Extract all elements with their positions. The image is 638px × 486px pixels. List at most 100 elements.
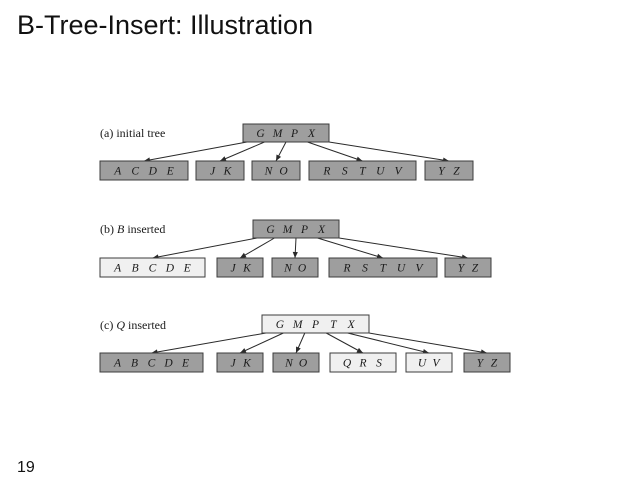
node-key: U bbox=[376, 166, 385, 178]
tree-edge bbox=[368, 332, 488, 354]
leaf-node-box bbox=[99, 160, 189, 181]
tree-edge bbox=[328, 141, 450, 162]
node-key: D bbox=[148, 166, 158, 178]
node-key: P bbox=[300, 224, 308, 236]
node-key: R bbox=[342, 263, 350, 275]
leaf-node-box bbox=[251, 160, 301, 181]
leaf-node-box bbox=[308, 160, 417, 181]
edge-arrowhead bbox=[240, 348, 247, 353]
panel-caption: (c) Q inserted bbox=[100, 318, 166, 332]
node-key: Z bbox=[453, 166, 460, 178]
node-key: U bbox=[397, 263, 406, 275]
node-key: V bbox=[415, 263, 424, 275]
tree-edge bbox=[317, 237, 384, 259]
tree-edge bbox=[325, 332, 364, 354]
node-key: M bbox=[272, 128, 284, 140]
node-key: S bbox=[342, 166, 348, 178]
node-key: M bbox=[292, 319, 304, 331]
leaf-node-box bbox=[272, 352, 320, 373]
tree-edge bbox=[347, 332, 430, 354]
node-key: C bbox=[131, 166, 139, 178]
node-key: C bbox=[149, 263, 157, 275]
caption-prefix: (b) bbox=[100, 222, 117, 236]
leaf-node-box bbox=[444, 257, 492, 278]
caption-prefix: (a) bbox=[100, 126, 116, 140]
node-key: E bbox=[181, 358, 189, 370]
root-node-box bbox=[261, 314, 370, 334]
leaf-node-box bbox=[329, 352, 397, 373]
edge-arrowhead bbox=[276, 154, 282, 161]
node-key: Y bbox=[438, 166, 446, 178]
caption-text: inserted bbox=[127, 222, 165, 236]
panel-caption: (a) initial tree bbox=[100, 126, 165, 140]
node-key: S bbox=[362, 263, 368, 275]
tree-edge bbox=[151, 332, 267, 354]
edge-arrowhead bbox=[296, 346, 301, 353]
root-node-box bbox=[242, 123, 330, 143]
node-key: V bbox=[395, 166, 404, 178]
node-key: O bbox=[299, 358, 308, 370]
tree-edge bbox=[239, 332, 284, 354]
node-key: D bbox=[165, 263, 175, 275]
node-key: T bbox=[330, 319, 338, 331]
node-key: Z bbox=[472, 263, 479, 275]
caption-prefix: (c) bbox=[100, 318, 116, 332]
node-key: A bbox=[113, 166, 122, 178]
node-key: V bbox=[432, 358, 441, 370]
node-key: B bbox=[132, 263, 139, 275]
node-key: J bbox=[230, 263, 236, 275]
tree-edge bbox=[239, 237, 275, 259]
node-key: S bbox=[376, 358, 382, 370]
tree-edge bbox=[307, 141, 363, 162]
node-key: X bbox=[347, 319, 356, 331]
node-key: P bbox=[311, 319, 319, 331]
node-key: A bbox=[113, 263, 122, 275]
node-key: K bbox=[223, 166, 233, 178]
leaf-node-box bbox=[424, 160, 474, 181]
node-key: O bbox=[279, 166, 288, 178]
slide-title: B-Tree-Insert: Illustration bbox=[17, 10, 314, 40]
edge-arrowhead bbox=[220, 156, 227, 162]
node-key: J bbox=[210, 166, 216, 178]
leaf-node-box bbox=[463, 352, 511, 373]
page-number: 19 bbox=[17, 459, 35, 476]
edge-arrowhead bbox=[355, 156, 363, 162]
edge-arrowhead bbox=[292, 251, 298, 258]
node-key: Y bbox=[477, 358, 485, 370]
caption-text: initial tree bbox=[116, 126, 165, 140]
node-key: R bbox=[358, 358, 366, 370]
edge-arrowhead bbox=[376, 253, 383, 259]
tree-edge bbox=[338, 237, 469, 259]
node-key: G bbox=[266, 224, 275, 236]
node-key: K bbox=[242, 263, 252, 275]
node-key: U bbox=[418, 358, 427, 370]
node-key: M bbox=[282, 224, 294, 236]
node-key: E bbox=[183, 263, 191, 275]
tree-edge bbox=[219, 141, 265, 162]
node-key: N bbox=[283, 263, 293, 275]
leaf-node-box bbox=[271, 257, 319, 278]
panel-caption: (b) B inserted bbox=[100, 222, 165, 236]
edge-arrowhead bbox=[356, 347, 363, 353]
node-key: E bbox=[166, 166, 174, 178]
node-key: G bbox=[276, 319, 285, 331]
leaf-node-box bbox=[216, 352, 264, 373]
caption-text: inserted bbox=[128, 318, 166, 332]
